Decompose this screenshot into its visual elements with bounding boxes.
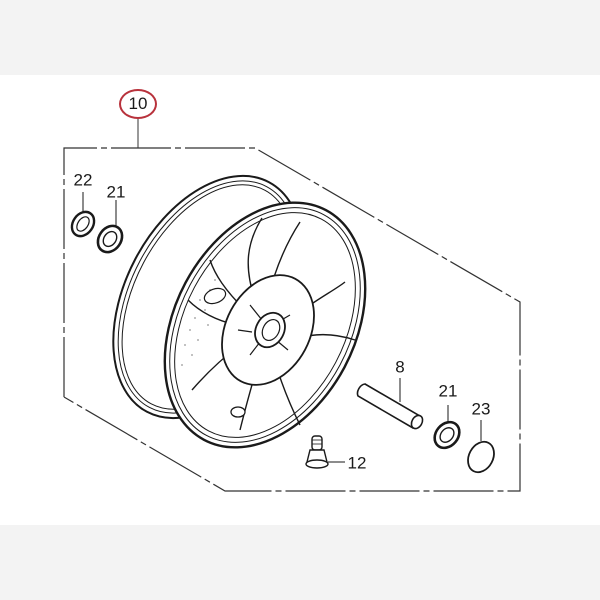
assembly-label-10: 10: [119, 89, 157, 119]
part-21-right-bearing: [433, 405, 461, 450]
part-12-tire-valve: [305, 435, 345, 469]
part-23-o-ring: [467, 420, 495, 474]
callout-22: 22: [73, 170, 93, 190]
part-22-dust-seal: [70, 192, 96, 238]
callout-21-right: 21: [438, 381, 458, 401]
hub-oval-detail: [203, 287, 227, 305]
callout-12: 12: [347, 453, 367, 473]
assembly-outline: [63, 147, 521, 492]
callout-21-left: 21: [106, 182, 126, 202]
part-8-axle-collar: [356, 378, 424, 430]
wheel-hub: [221, 274, 315, 386]
callout-8: 8: [395, 357, 405, 377]
part-21-left-bearing: [96, 200, 124, 254]
assembly-number: 10: [128, 94, 148, 113]
valve-hole: [230, 406, 246, 418]
callout-23: 23: [471, 399, 491, 419]
